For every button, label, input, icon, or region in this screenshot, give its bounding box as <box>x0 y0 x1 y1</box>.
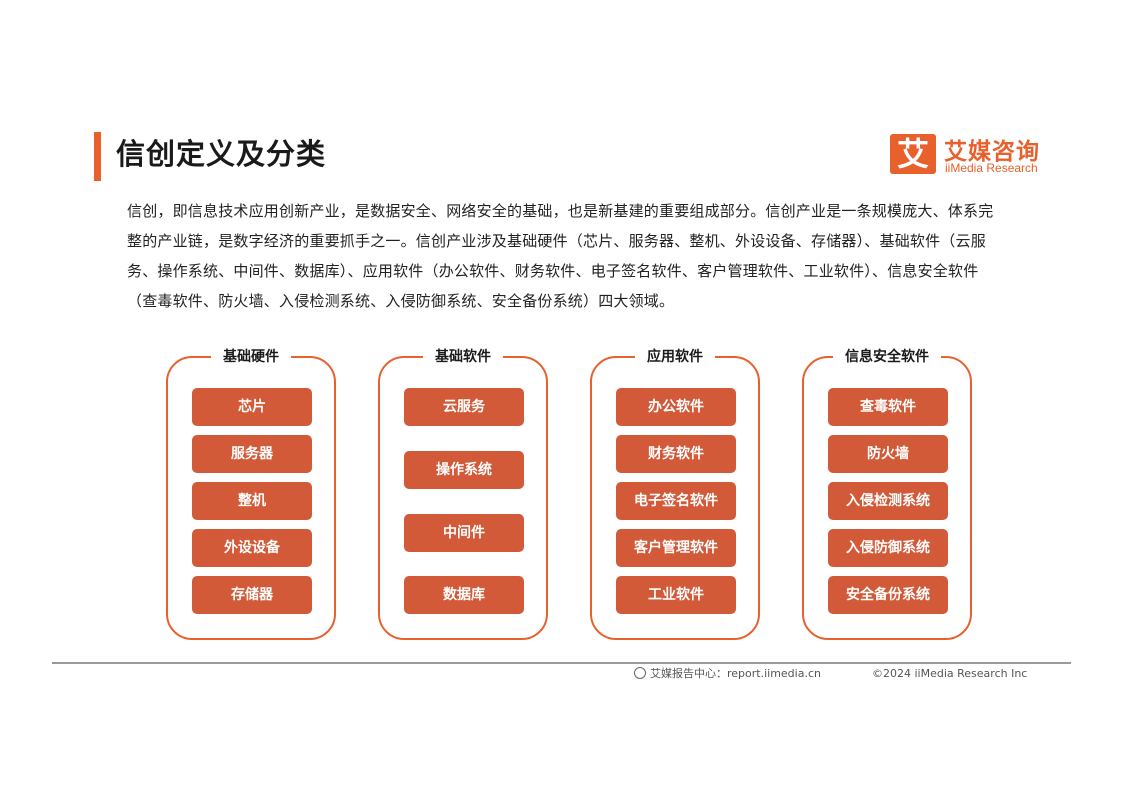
category-item: 防火墙 <box>828 435 948 473</box>
category-item: 安全备份系统 <box>828 576 948 614</box>
footer-divider <box>52 662 1071 664</box>
category-title: 基础软件 <box>423 347 503 367</box>
category-item: 入侵防御系统 <box>828 529 948 567</box>
category-item: 外设设备 <box>192 529 312 567</box>
intro-paragraph: 信创，即信息技术应用创新产业，是数据安全、网络安全的基础，也是新基建的重要组成部… <box>127 202 994 310</box>
category-item: 存储器 <box>192 576 312 614</box>
category-item: 工业软件 <box>616 576 736 614</box>
title-accent-bar <box>94 132 101 181</box>
page-title: 信创定义及分类 <box>116 137 327 171</box>
category-panel-security-software: 信息安全软件 查毒软件 防火墙 入侵检测系统 入侵防御系统 安全备份系统 <box>802 347 972 640</box>
footer-source-text: 艾媒报告中心：report.iimedia.cn <box>650 667 821 680</box>
category-item: 数据库 <box>404 576 524 614</box>
logo-mark: 艾 <box>890 134 936 174</box>
category-item: 操作系统 <box>404 451 524 489</box>
category-panel-application-software: 应用软件 办公软件 财务软件 电子签名软件 客户管理软件 工业软件 <box>590 347 760 640</box>
category-item: 客户管理软件 <box>616 529 736 567</box>
category-item: 办公软件 <box>616 388 736 426</box>
globe-icon <box>634 667 646 679</box>
category-item: 芯片 <box>192 388 312 426</box>
category-title: 基础硬件 <box>211 347 291 367</box>
category-item: 服务器 <box>192 435 312 473</box>
category-item: 云服务 <box>404 388 524 426</box>
footer-copyright: ©2024 iiMedia Research Inc <box>872 667 1028 680</box>
category-item: 入侵检测系统 <box>828 482 948 520</box>
category-item: 电子签名软件 <box>616 482 736 520</box>
category-panel-hardware: 基础硬件 芯片 服务器 整机 外设设备 存储器 <box>166 347 336 640</box>
footer-source: 艾媒报告中心：report.iimedia.cn <box>634 666 821 682</box>
logo-english-name: iiMedia Research <box>945 161 1038 175</box>
category-item: 查毒软件 <box>828 388 948 426</box>
category-item: 整机 <box>192 482 312 520</box>
iimedia-logo: 艾 艾媒咨询 iiMedia Research <box>890 134 1060 180</box>
category-panel-basic-software: 基础软件 云服务 操作系统 中间件 数据库 <box>378 347 548 640</box>
category-item: 中间件 <box>404 514 524 552</box>
logo-chinese-name: 艾媒咨询 <box>944 139 1040 165</box>
category-title: 应用软件 <box>635 347 715 367</box>
category-item: 财务软件 <box>616 435 736 473</box>
category-title: 信息安全软件 <box>833 347 941 367</box>
